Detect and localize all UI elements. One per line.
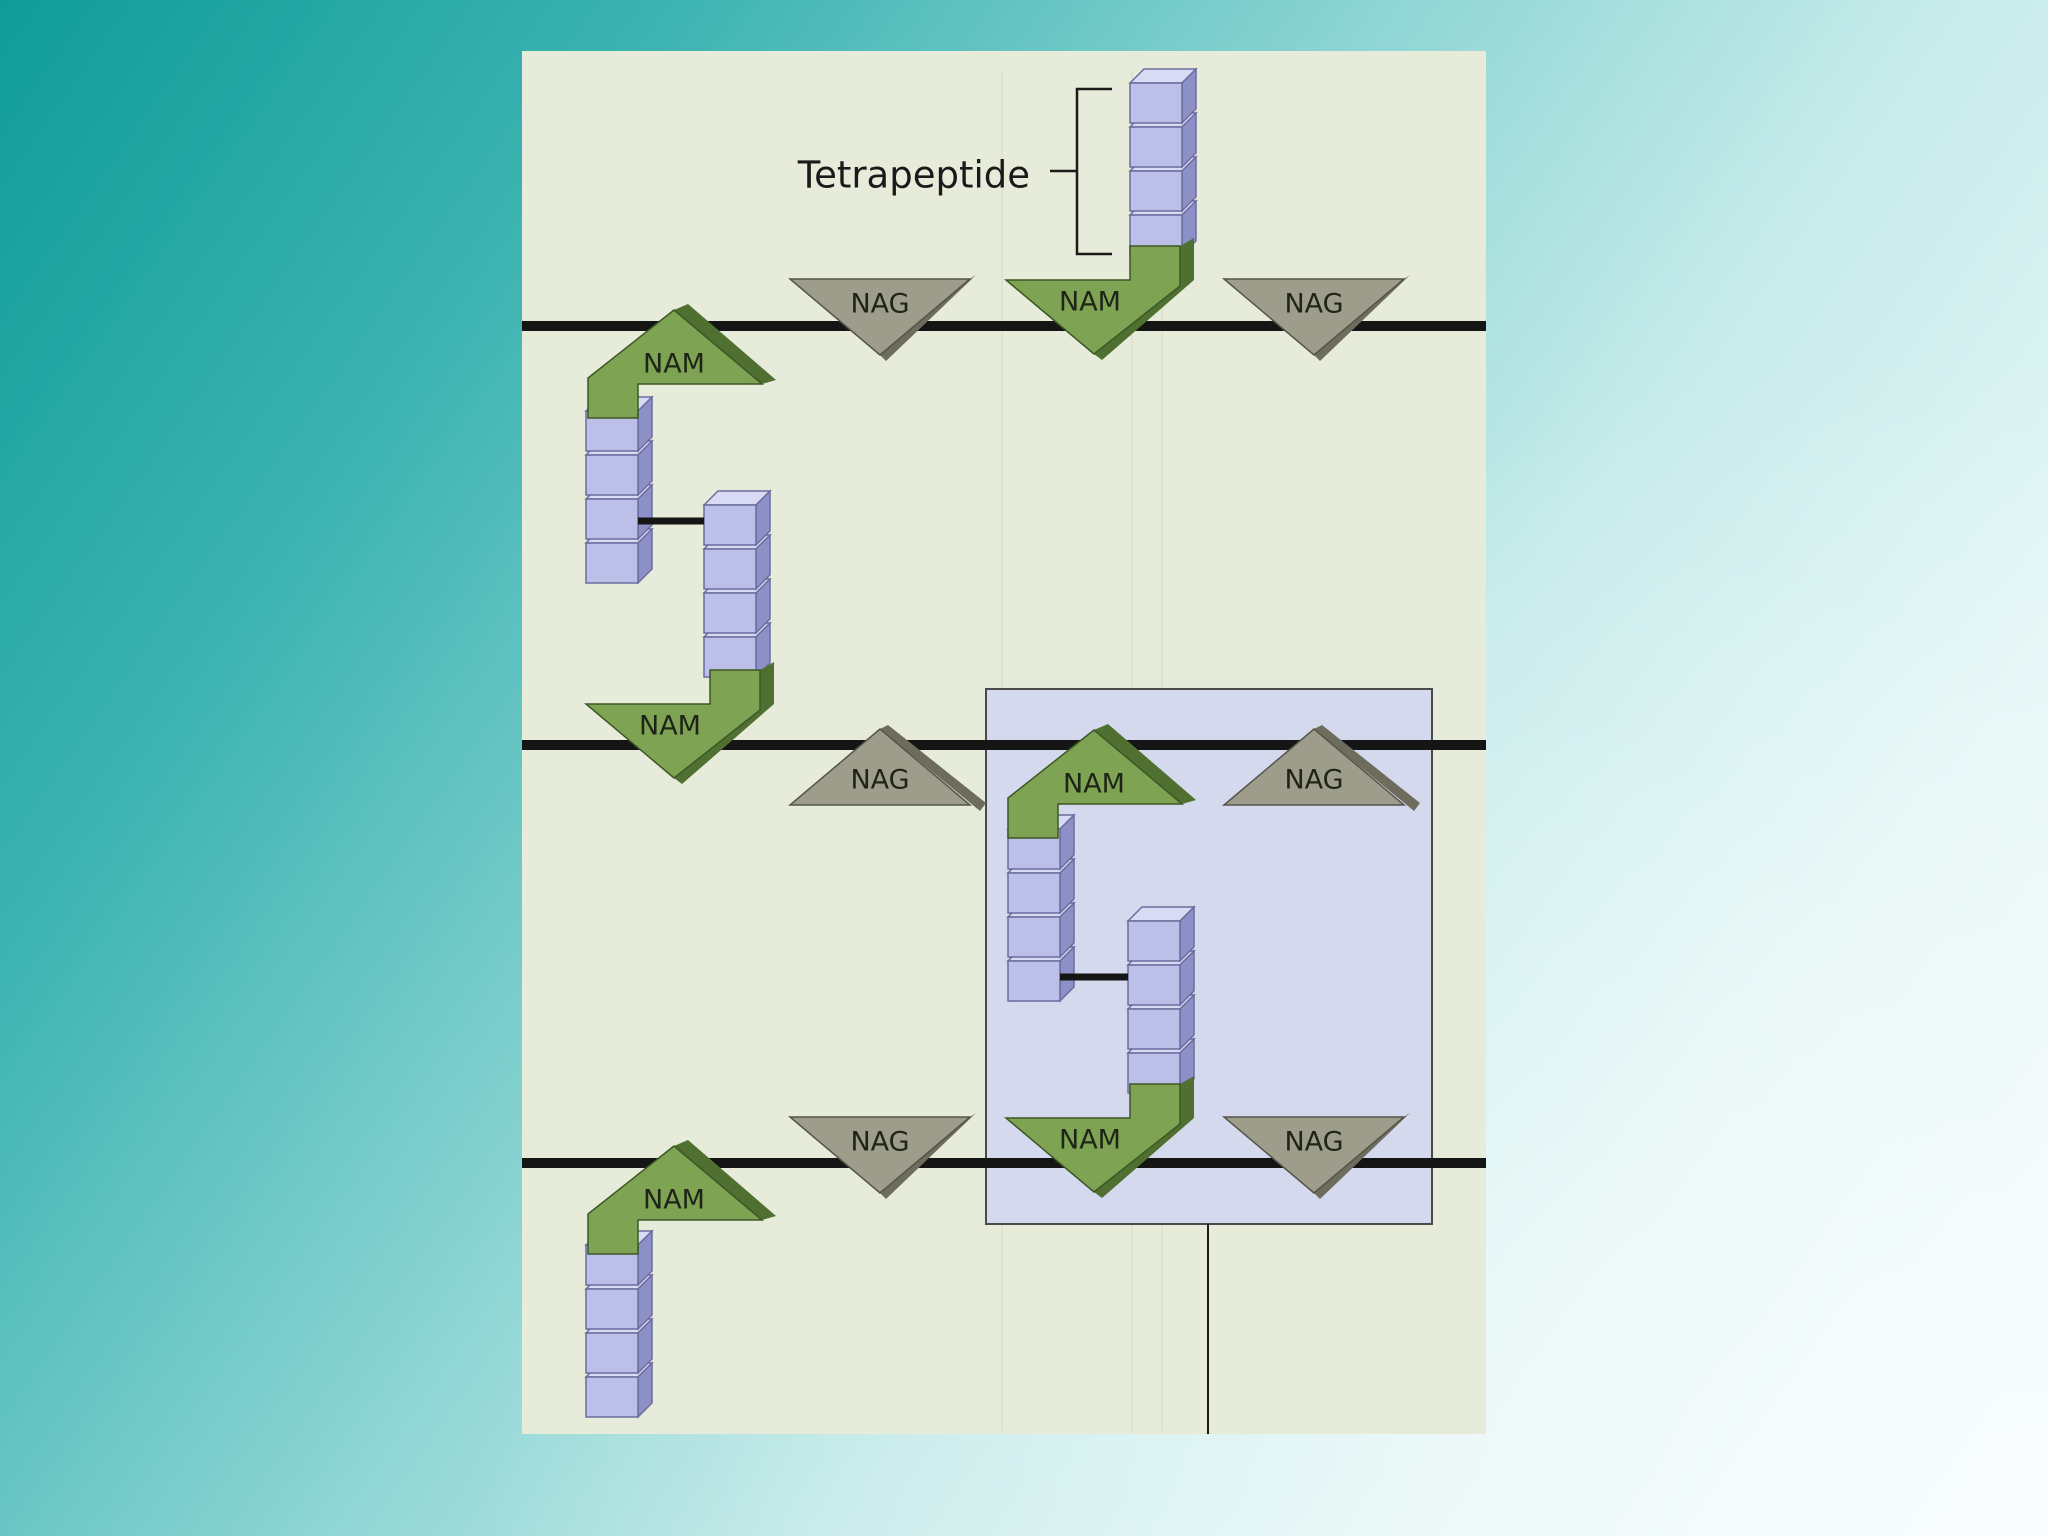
nam-label: NAM (639, 711, 701, 742)
peptidoglycan-diagram: NAM NAG NAM NAG NAM NAG NAM NAG NAM NAG NAM NAG Tet… (522, 67, 1486, 1434)
tetrapeptide-chain-top-left (584, 395, 654, 585)
nag-label: NAG (850, 1127, 909, 1158)
peptide-block (702, 489, 772, 547)
peptidoglycan-figure: NAM NAG NAM NAG NAM NAG NAM NAG NAM NAG NAM NAG Tet… (522, 51, 1486, 1434)
nam-label: NAM (1059, 1125, 1121, 1156)
nag-label: NAG (1284, 289, 1343, 320)
tetrapeptide-chain-bottom-left (584, 1229, 654, 1419)
nag-label: NAG (850, 765, 909, 796)
nam-middle-left: NAM (583, 662, 774, 784)
nam-top-right: NAM (1003, 238, 1194, 360)
nam-top-left: NAM (587, 304, 776, 419)
tetrapeptide-chain-middle-left (702, 489, 772, 679)
nag-bottom-2: NAG (1221, 1113, 1410, 1199)
peptide-crosslinks (638, 517, 1128, 981)
nam-middle-box: NAM (1007, 724, 1196, 839)
nam-label: NAM (1063, 769, 1125, 800)
nam-bottom-left: NAM (587, 1140, 776, 1255)
nag-top-2: NAG (1221, 275, 1410, 361)
tetrapeptide-chain-box-left (1006, 813, 1076, 1003)
peptide-block (584, 1361, 654, 1419)
tetrapeptide-chain-top-right (1128, 67, 1198, 257)
nam-label: NAM (643, 349, 705, 380)
nag-label: NAG (850, 289, 909, 320)
nam-label: NAM (1059, 287, 1121, 318)
tetrapeptide-bracket (1050, 87, 1112, 256)
nag-label: NAG (1284, 1127, 1343, 1158)
nag-middle-2: NAG (1221, 725, 1420, 811)
peptide-block (1128, 67, 1198, 125)
nag-label: NAG (1284, 765, 1343, 796)
nag-middle-1: NAG (787, 725, 986, 811)
nam-bottom-box: NAM (1003, 1076, 1194, 1198)
tetrapeptide-chains (584, 67, 1198, 1419)
peptide-block (1126, 905, 1196, 963)
tetrapeptide-label: Tetrapeptide (797, 154, 1030, 197)
nam-label: NAM (643, 1185, 705, 1216)
nag-top-1: NAG (787, 275, 976, 361)
nag-bottom-1: NAG (787, 1113, 976, 1199)
sugar-residues: NAM NAG NAM NAG NAM NAG NAM NAG NAM NAG NAM NAG (583, 238, 1420, 1255)
tetrapeptide-chain-box-right (1126, 905, 1196, 1095)
